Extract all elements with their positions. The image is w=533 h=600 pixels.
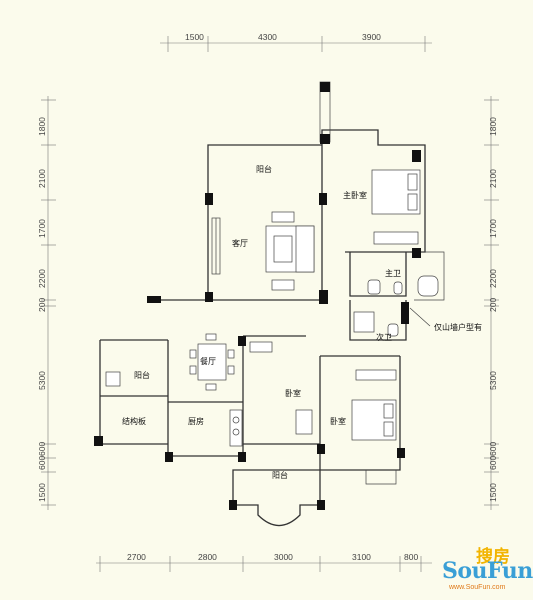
dim-left-9: 1500 <box>37 483 47 502</box>
dim-left-1: 1800 <box>37 117 47 136</box>
dim-left-5: 200 <box>37 298 47 312</box>
dim-right-4: 2200 <box>488 269 498 288</box>
top-dimension-line: 1500 4300 3900 <box>160 32 432 52</box>
room-kitchen: 厨房 <box>188 416 204 426</box>
room-bedroom-mid: 卧室 <box>285 388 301 398</box>
dim-right-3: 1700 <box>488 219 498 238</box>
room-balcony-left: 阳台 <box>134 370 150 380</box>
dim-left-7: 600 <box>37 442 47 456</box>
dim-top-2: 4300 <box>258 32 277 42</box>
dim-right-7: 600 <box>488 442 498 456</box>
dim-top-3: 3900 <box>362 32 381 42</box>
room-living-room: 客厅 <box>232 238 248 248</box>
room-balcony-bottom: 阳台 <box>272 470 288 480</box>
furniture <box>105 169 421 447</box>
room-labels: 阳台 主卧室 客厅 主卫 次卫 阳台 餐厅 卧室 卧室 结构板 厨房 阳台 <box>122 164 401 480</box>
dim-left-6: 5300 <box>37 371 47 390</box>
dim-right-6: 5300 <box>488 371 498 390</box>
room-secondary-bath: 次卫 <box>376 332 392 342</box>
logo-english: SouFun <box>442 558 533 584</box>
dim-bottom-3: 3000 <box>274 552 293 562</box>
room-balcony-top: 阳台 <box>256 164 272 174</box>
room-master-bedroom: 主卧室 <box>343 190 367 200</box>
room-bedroom-right: 卧室 <box>330 416 346 426</box>
room-dining-room: 餐厅 <box>200 357 216 366</box>
dim-top-1: 1500 <box>185 32 204 42</box>
dining-table-icon <box>197 343 227 381</box>
dim-right-2: 2100 <box>488 169 498 188</box>
dim-bottom-5: 800 <box>404 552 418 562</box>
dim-left-4: 2200 <box>37 269 47 288</box>
room-structural-slab: 结构板 <box>122 416 146 426</box>
logo-chinese: 搜房 <box>476 547 510 567</box>
dim-left-3: 1700 <box>37 219 47 238</box>
columns <box>94 82 421 510</box>
dim-right-5: 200 <box>488 298 498 312</box>
dim-right-9: 1500 <box>488 483 498 502</box>
gable-note: 仅山墙户型有 <box>434 322 482 332</box>
dim-left-2: 2100 <box>37 169 47 188</box>
dim-right-8: 600 <box>488 456 498 470</box>
walls <box>99 81 445 527</box>
room-master-bath: 主卫 <box>385 268 401 278</box>
left-dimension-line: 1800 2100 1700 2200 200 5300 600 600 150… <box>37 96 56 510</box>
bottom-dimension-line: 2700 2800 3000 3100 800 <box>96 552 432 572</box>
right-dimension-line: 1800 2100 1700 2200 200 5300 600 600 150… <box>484 96 499 510</box>
logo-url: www.SouFun.com <box>449 584 506 591</box>
gable-note-callout: 仅山墙户型有 <box>409 307 482 332</box>
dim-bottom-2: 2800 <box>198 552 217 562</box>
dim-bottom-1: 2700 <box>127 552 146 562</box>
dim-left-8: 600 <box>37 456 47 470</box>
dim-right-1: 1800 <box>488 117 498 136</box>
dim-bottom-4: 3100 <box>352 552 371 562</box>
